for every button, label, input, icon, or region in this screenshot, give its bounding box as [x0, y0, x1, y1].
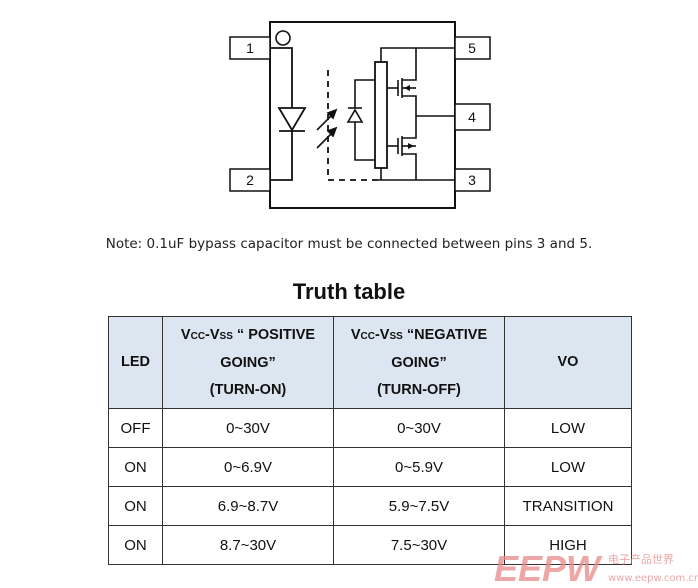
led-diode — [270, 47, 307, 181]
driver-block — [374, 61, 388, 169]
pin1-indicator — [275, 30, 291, 46]
pin-5-label: 5 — [468, 40, 476, 56]
truth-table: LED VCC-VSS “ POSITIVE GOING” (TURN-ON) … — [108, 316, 632, 565]
watermark-url-text: www.eepw.com.cn — [608, 573, 698, 584]
pin-3: 3 — [454, 168, 491, 192]
header-pos-v: V — [180, 326, 191, 343]
cell-positive: 8.7~30V — [162, 525, 334, 565]
pin-3-label: 3 — [468, 172, 476, 188]
cell-vo: LOW — [504, 408, 632, 448]
header-pos-line1: “ POSITIVE — [232, 326, 316, 343]
cell-vo: LOW — [504, 447, 632, 487]
isolation-boundary — [327, 70, 378, 181]
cell-negative: 0~30V — [333, 408, 505, 448]
bypass-capacitor-note: Note: 0.1uF bypass capacitor must be con… — [105, 236, 593, 252]
header-pos-sub-ss: SS — [219, 330, 233, 342]
cell-negative: 7.5~30V — [333, 525, 505, 565]
cell-vo: TRANSITION — [504, 486, 632, 526]
header-vo: VO — [504, 316, 632, 409]
pin-1-label: 1 — [246, 40, 254, 56]
header-neg-line3: (TURN-OFF) — [377, 381, 461, 398]
cell-positive: 6.9~8.7V — [162, 486, 334, 526]
truth-table-header: LED VCC-VSS “ POSITIVE GOING” (TURN-ON) … — [108, 316, 632, 409]
cell-led: ON — [108, 525, 163, 565]
header-pos-mid: -V — [205, 326, 220, 343]
pin-2-label: 2 — [246, 172, 254, 188]
truth-table-title: Truth table — [292, 279, 406, 304]
header-pos-line3: (TURN-ON) — [209, 381, 287, 398]
cell-led: ON — [108, 447, 163, 487]
header-neg-mid: -V — [374, 326, 390, 343]
cell-led: ON — [108, 486, 163, 526]
mosfet-body-arrows — [404, 85, 414, 149]
header-led: LED — [108, 316, 163, 409]
pin-4: 4 — [454, 103, 491, 131]
header-neg-sub-ss: SS — [389, 330, 403, 342]
table-row: ON 6.9~8.7V 5.9~7.5V TRANSITION — [108, 486, 632, 526]
cell-negative: 0~5.9V — [333, 447, 505, 487]
header-neg-line1: “NEGATIVE — [402, 326, 488, 343]
header-neg-line2: GOING” — [391, 354, 447, 371]
pin-1: 1 — [229, 36, 271, 60]
cell-led: OFF — [108, 408, 163, 448]
header-pos-line2: GOING” — [220, 354, 276, 371]
pin-2: 2 — [229, 168, 271, 192]
table-row: ON 0~6.9V 0~5.9V LOW — [108, 447, 632, 487]
cell-vo: HIGH — [504, 525, 632, 565]
header-neg-v: V — [350, 326, 361, 343]
table-row: ON 8.7~30V 7.5~30V HIGH — [108, 525, 632, 565]
header-neg-sub-cc: CC — [360, 330, 375, 342]
header-pos-sub-cc: CC — [190, 330, 206, 342]
eepw-watermark-logo: EEPW 电子产品世界 www.eepw.com.cn — [494, 548, 698, 588]
watermark-eepw-text: EEPW — [494, 548, 603, 588]
light-emission-arrows — [316, 108, 338, 149]
mosfet-output-stage — [378, 47, 455, 181]
cell-positive: 0~30V — [162, 408, 334, 448]
header-positive-going: VCC-VSS “ POSITIVE GOING” (TURN-ON) — [162, 316, 334, 409]
watermark-cn-text: 电子产品世界 — [608, 552, 674, 566]
header-negative-going: VCC-VSS “NEGATIVE GOING” (TURN-OFF) — [333, 316, 505, 409]
cell-positive: 0~6.9V — [162, 447, 334, 487]
table-row: OFF 0~30V 0~30V LOW — [108, 408, 632, 448]
cell-negative: 5.9~7.5V — [333, 486, 505, 526]
pin-4-label: 4 — [468, 109, 476, 125]
pin-5: 5 — [454, 36, 491, 60]
optocoupler-schematic: 1 2 5 4 3 — [229, 21, 491, 209]
photodiode — [346, 79, 375, 161]
